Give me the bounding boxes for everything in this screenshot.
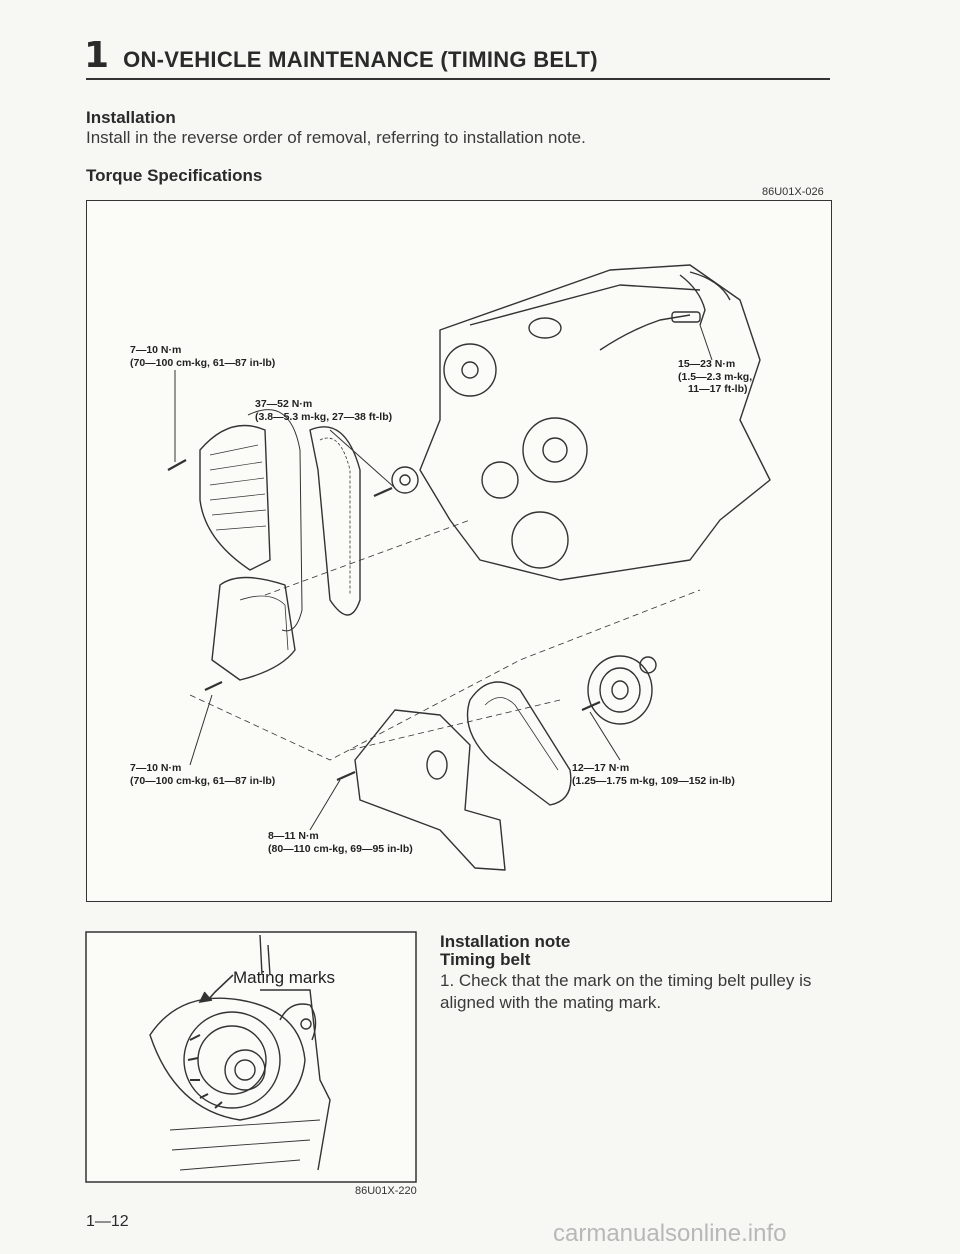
torque-callout-cover-plate: 8—11 N·m (80—110 cm-kg, 69—95 in-lb) bbox=[268, 830, 413, 855]
torque-callout-upper-cover: 7—10 N·m (70—100 cm-kg, 61—87 in-lb) bbox=[130, 344, 275, 369]
callout-value: 15—23 N·m bbox=[678, 358, 736, 370]
torque-callout-lower-cover: 7—10 N·m (70—100 cm-kg, 61—87 in-lb) bbox=[130, 762, 275, 787]
callout-detail-2: 11—17 ft-lb) bbox=[688, 383, 748, 396]
torque-figure bbox=[86, 200, 832, 902]
mating-marks-arrow bbox=[207, 974, 234, 1001]
timing-belt bbox=[309, 426, 361, 616]
page-title: ON-VEHICLE MAINTENANCE (TIMING BELT) bbox=[123, 47, 598, 72]
callout-value: 7—10 N·m bbox=[130, 344, 182, 356]
page-number: 1—12 bbox=[86, 1213, 129, 1230]
spark-plug bbox=[671, 311, 701, 323]
callout-detail: (1.5—2.3 m-kg, bbox=[678, 370, 753, 383]
upper-timing-cover bbox=[199, 424, 271, 571]
torque-heading: Torque Specifications bbox=[86, 166, 263, 185]
engine-block-outline bbox=[419, 264, 771, 581]
lower-cover-plate bbox=[354, 709, 506, 871]
callout-value: 37—52 N·m bbox=[255, 398, 313, 410]
pulley-hub bbox=[224, 1049, 266, 1091]
chapter-number: 1 bbox=[84, 35, 110, 76]
torque-callout-crank-pulley: 12—17 N·m (1.25—1.75 m-kg, 109—152 in-lb… bbox=[572, 762, 735, 787]
callout-detail: (3.8—5.3 m-kg, 27—38 ft-lb) bbox=[255, 410, 393, 423]
callout-detail: (80—110 cm-kg, 69—95 in-lb) bbox=[268, 842, 413, 855]
watermark: carmanualsonline.info bbox=[553, 1220, 787, 1247]
torque-callout-tensioner: 37—52 N·m (3.8—5.3 m-kg, 27—38 ft-lb) bbox=[255, 398, 392, 423]
tensioner-pulley bbox=[391, 466, 419, 494]
installation-note-heading: Installation note bbox=[440, 932, 571, 951]
alternator bbox=[522, 417, 588, 483]
oil-cap bbox=[528, 317, 562, 339]
callout-detail: (70—100 cm-kg, 61—87 in-lb) bbox=[130, 356, 276, 369]
cam-pulley bbox=[443, 343, 497, 397]
callout-value: 7—10 N·m bbox=[130, 762, 182, 774]
callout-detail: (1.25—1.75 m-kg, 109—152 in-lb) bbox=[572, 774, 735, 787]
mating-marks-label: Mating marks bbox=[233, 968, 336, 987]
main-figure-id: 86U01X-026 bbox=[762, 186, 824, 198]
lower-timing-cover bbox=[211, 576, 296, 681]
timing-belt-subheading: Timing belt bbox=[440, 950, 531, 969]
callout-detail: (70—100 cm-kg, 61—87 in-lb) bbox=[130, 774, 276, 787]
crank-pulley bbox=[587, 655, 653, 725]
callout-value: 12—17 N·m bbox=[572, 762, 630, 774]
installation-step-1: 1. Check that the mark on the timing bel… bbox=[440, 971, 812, 1013]
page-header: 1 ON-VEHICLE MAINTENANCE (TIMING BELT) bbox=[84, 38, 598, 74]
drive-belt bbox=[466, 681, 572, 806]
installation-heading: Installation bbox=[86, 108, 176, 127]
callout-value: 8—11 N·m bbox=[268, 830, 319, 842]
detail-figure-frame bbox=[85, 931, 417, 1183]
detail-figure-id: 86U01X-220 bbox=[355, 1185, 417, 1197]
torque-callout-spark-plug: 15—23 N·m (1.5—2.3 m-kg, 11—17 ft-lb) bbox=[678, 358, 752, 396]
header-rule bbox=[86, 78, 830, 80]
installation-text: Install in the reverse order of removal,… bbox=[86, 128, 586, 147]
